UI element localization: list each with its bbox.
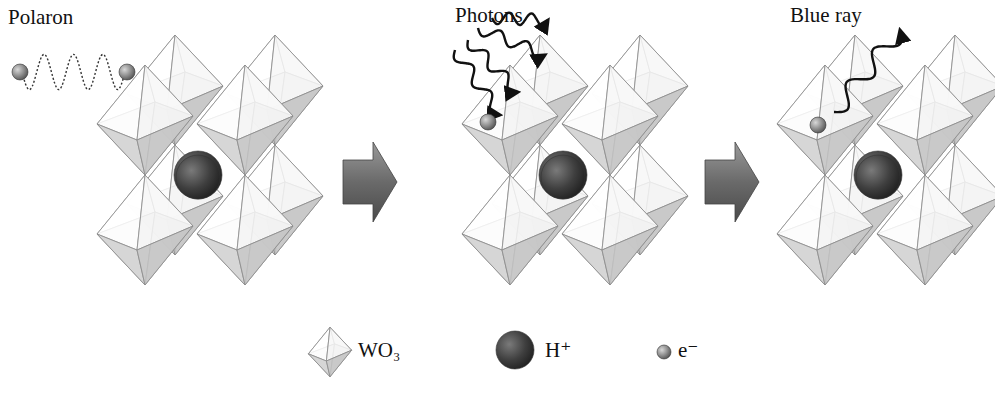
legend-icons	[308, 327, 671, 377]
proton-sphere	[854, 151, 902, 199]
process-arrow	[705, 142, 759, 222]
wo3-octahedron	[462, 65, 558, 175]
wo3-octahedron	[462, 175, 558, 285]
proton-sphere	[541, 155, 585, 199]
legend-text: H⁺	[545, 339, 571, 362]
wo3-octahedron	[562, 65, 658, 175]
proton-sphere	[176, 155, 220, 199]
wo3-lattice	[97, 35, 323, 285]
wo3-lattice	[777, 35, 995, 285]
wo3-octahedron	[97, 65, 193, 175]
legend-proton	[496, 331, 534, 369]
blue-ray-wave	[834, 30, 902, 112]
electron	[480, 114, 496, 130]
proton-sphere	[856, 155, 900, 199]
panel-label: Blue ray	[790, 4, 862, 27]
wo3-octahedron	[97, 175, 193, 285]
electron	[810, 117, 826, 133]
proton-sphere	[174, 151, 222, 199]
electron	[12, 64, 28, 80]
wo3-octahedron	[877, 65, 973, 175]
wo3-lattice	[462, 35, 688, 285]
photon-wave	[478, 28, 545, 58]
wo3-octahedron	[308, 327, 351, 377]
polaron-wave	[22, 54, 125, 89]
wo3-octahedron	[777, 65, 873, 175]
electron	[119, 64, 135, 80]
legend-text: WO₃	[358, 339, 400, 362]
panel-label: Photons	[455, 4, 523, 27]
panel-label: Polaron	[8, 6, 73, 29]
legend-text: e⁻	[678, 339, 698, 362]
wo3-octahedron	[197, 65, 293, 175]
legend-electron	[657, 345, 671, 359]
proton-sphere	[539, 151, 587, 199]
wo3-octahedron	[777, 175, 873, 285]
photon-wave	[454, 50, 500, 115]
process-arrow	[343, 142, 397, 222]
